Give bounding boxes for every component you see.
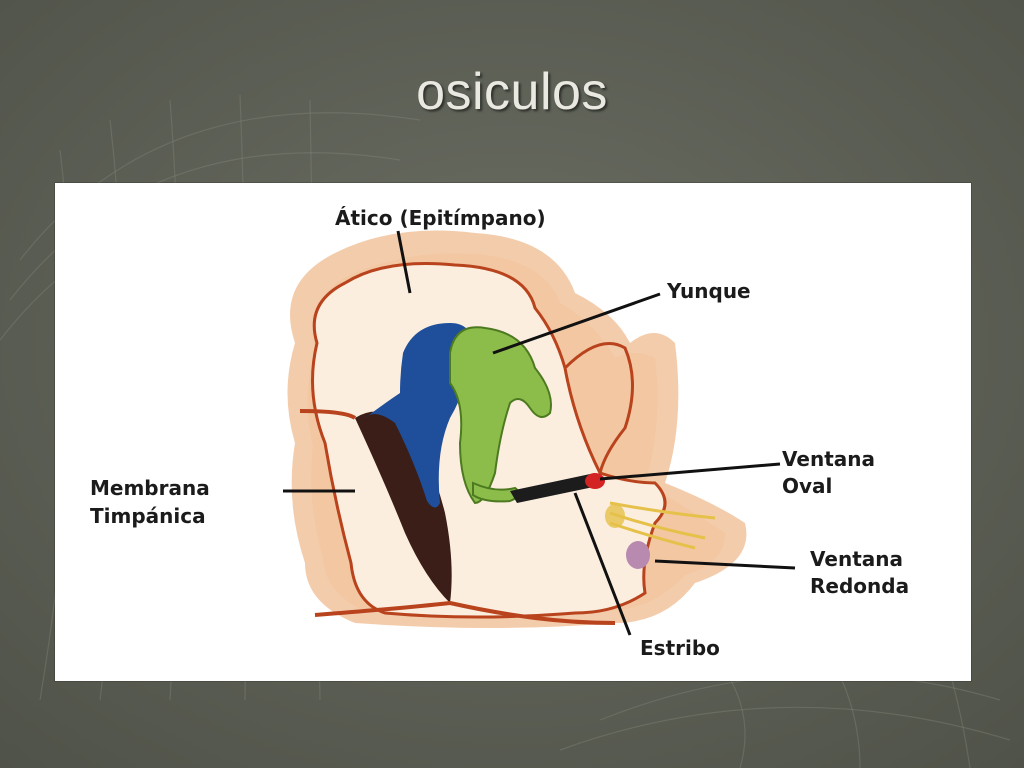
ear-canal-wall-top — [299, 409, 357, 420]
label-stapes: Estribo — [640, 636, 720, 660]
leader-incus — [492, 292, 661, 355]
leader-stapes — [573, 492, 632, 636]
label-eardrum-line2: Timpánica — [90, 504, 206, 528]
cavity-outline-right — [563, 342, 634, 474]
round-window — [626, 541, 650, 569]
label-attic: Ático (Epitímpano) — [335, 206, 546, 230]
leader-oval — [599, 462, 781, 481]
leader-round — [654, 559, 796, 570]
label-eardrum-line1: Membrana — [90, 476, 210, 500]
label-oval-window-line1: Ventana — [782, 447, 875, 471]
malleus — [365, 323, 474, 508]
ear-canal-wall-bottom — [314, 600, 616, 625]
tympanic-membrane — [355, 411, 452, 603]
ear-diagram-figure: Ático (Epitímpano) Yunque Ventana Oval M… — [55, 183, 971, 681]
cochlea-base — [605, 504, 625, 528]
oval-window — [585, 473, 605, 489]
leader-attic — [396, 230, 412, 294]
leader-lines — [283, 230, 796, 636]
incus — [449, 326, 552, 505]
ear-anatomy-diagram: Ático (Epitímpano) Yunque Ventana Oval M… — [90, 206, 909, 660]
label-incus: Yunque — [666, 279, 751, 303]
label-oval-window-line2: Oval — [782, 474, 832, 498]
slide-title: osiculos — [416, 63, 608, 121]
label-round-window-line1: Ventana — [810, 547, 903, 571]
label-round-window-line2: Redonda — [810, 574, 909, 598]
stapes — [510, 473, 603, 503]
